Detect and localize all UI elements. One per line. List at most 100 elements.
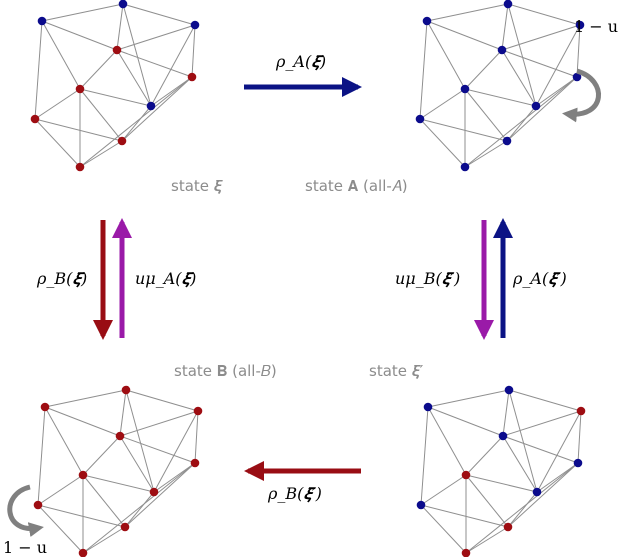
node-blue (460, 84, 470, 94)
graph-edge (502, 410, 582, 437)
node-red (30, 114, 40, 124)
graph-edge (119, 389, 127, 437)
graph-edge (426, 3, 509, 22)
graph-edge (79, 140, 123, 168)
node-blue (572, 72, 582, 82)
graph-edge (150, 24, 196, 107)
graph-edge (464, 140, 508, 168)
graph-edge (501, 3, 509, 51)
graph-edge (44, 389, 127, 408)
graph-edge (121, 105, 152, 142)
graph-edge (419, 88, 466, 120)
graph-edge (79, 76, 193, 168)
rate-B-to-xi: uμ_A(𝝃) (135, 269, 197, 288)
node-blue (532, 487, 542, 497)
node-blue (146, 101, 156, 111)
graph-edge (427, 406, 504, 437)
graph-edge (508, 389, 538, 493)
rate-xi-prime-to-B: ρ_B(𝝃′) (268, 484, 322, 503)
graph-edge (507, 3, 537, 107)
self-loop-A-label: 1 − u (574, 17, 619, 36)
self-loop-A (562, 68, 602, 123)
graph-state-xi (30, 0, 200, 172)
self-loop-B (7, 484, 44, 537)
graph-edge (419, 118, 508, 142)
node-red (40, 402, 50, 412)
graph-edge (536, 462, 579, 493)
graph-edge (79, 49, 118, 90)
node-blue (460, 162, 470, 172)
graph-edge (153, 410, 199, 493)
graph-edge (124, 491, 155, 528)
node-red (112, 45, 122, 55)
node-red (149, 487, 159, 497)
graph-edge (41, 20, 81, 90)
node-red (75, 162, 85, 172)
node-red (503, 522, 513, 532)
graph-edge (464, 49, 503, 90)
graph-edge (79, 88, 152, 107)
rate-xi-to-B: ρ_B(𝝃) (37, 269, 88, 288)
graph-edge (501, 24, 581, 51)
graph-edge (116, 24, 196, 51)
node-red (120, 522, 130, 532)
graph-edge (41, 20, 118, 51)
node-red (115, 431, 125, 441)
graph-edge (507, 3, 581, 26)
node-blue (573, 458, 583, 468)
graph-edge (426, 20, 503, 51)
graph-edge (465, 474, 538, 493)
graph-edge (419, 20, 428, 120)
graph-edge (44, 406, 84, 476)
graph-edge (420, 406, 429, 506)
graph-edge (37, 406, 46, 506)
node-red (461, 548, 471, 557)
graph-edge (465, 474, 509, 528)
graph-edge (464, 88, 508, 142)
label-state-xi-prime: state 𝝃′ (369, 362, 424, 380)
node-blue (575, 20, 585, 30)
node-red (190, 458, 200, 468)
node-blue (415, 114, 425, 124)
graph-edge (577, 410, 582, 464)
graph-edge (506, 76, 578, 142)
graph-edge (153, 462, 196, 493)
graph-edge (34, 118, 81, 168)
graph-edge (122, 3, 196, 26)
graph-edge (121, 76, 193, 142)
graph-edge (37, 504, 126, 528)
graph-edge (420, 504, 467, 554)
graph-edge (535, 76, 578, 107)
graph-edge (502, 389, 510, 437)
rate-xi-to-A: ρ_A(𝝃) (276, 52, 327, 71)
graph-edge (465, 526, 509, 554)
node-blue (118, 0, 128, 9)
graph-edge (116, 49, 152, 107)
graph-edge (34, 88, 81, 120)
graph-edge (502, 435, 579, 464)
graph-edge (427, 389, 510, 408)
graph-edge (506, 105, 537, 142)
node-blue (531, 101, 541, 111)
graph-edge (419, 118, 466, 168)
graph-edge (576, 24, 581, 78)
node-blue (422, 16, 432, 26)
graph-edge (79, 88, 123, 142)
self-loop-B-label: 1 − u (3, 538, 48, 557)
graph-edge (464, 88, 537, 107)
graph-edge (82, 474, 155, 493)
graph-edge (125, 389, 155, 493)
graph-edge (536, 410, 582, 493)
node-red (117, 136, 127, 146)
graph-edge (37, 474, 84, 506)
node-blue (190, 20, 200, 30)
node-blue (37, 16, 47, 26)
graph-edge (34, 118, 123, 142)
graph-edge (44, 406, 121, 437)
node-red (121, 385, 131, 395)
label-state-xi: state 𝝃 (171, 177, 222, 195)
graph-edge (150, 76, 193, 107)
graph-edge (119, 410, 199, 437)
graph-edge (116, 49, 193, 78)
